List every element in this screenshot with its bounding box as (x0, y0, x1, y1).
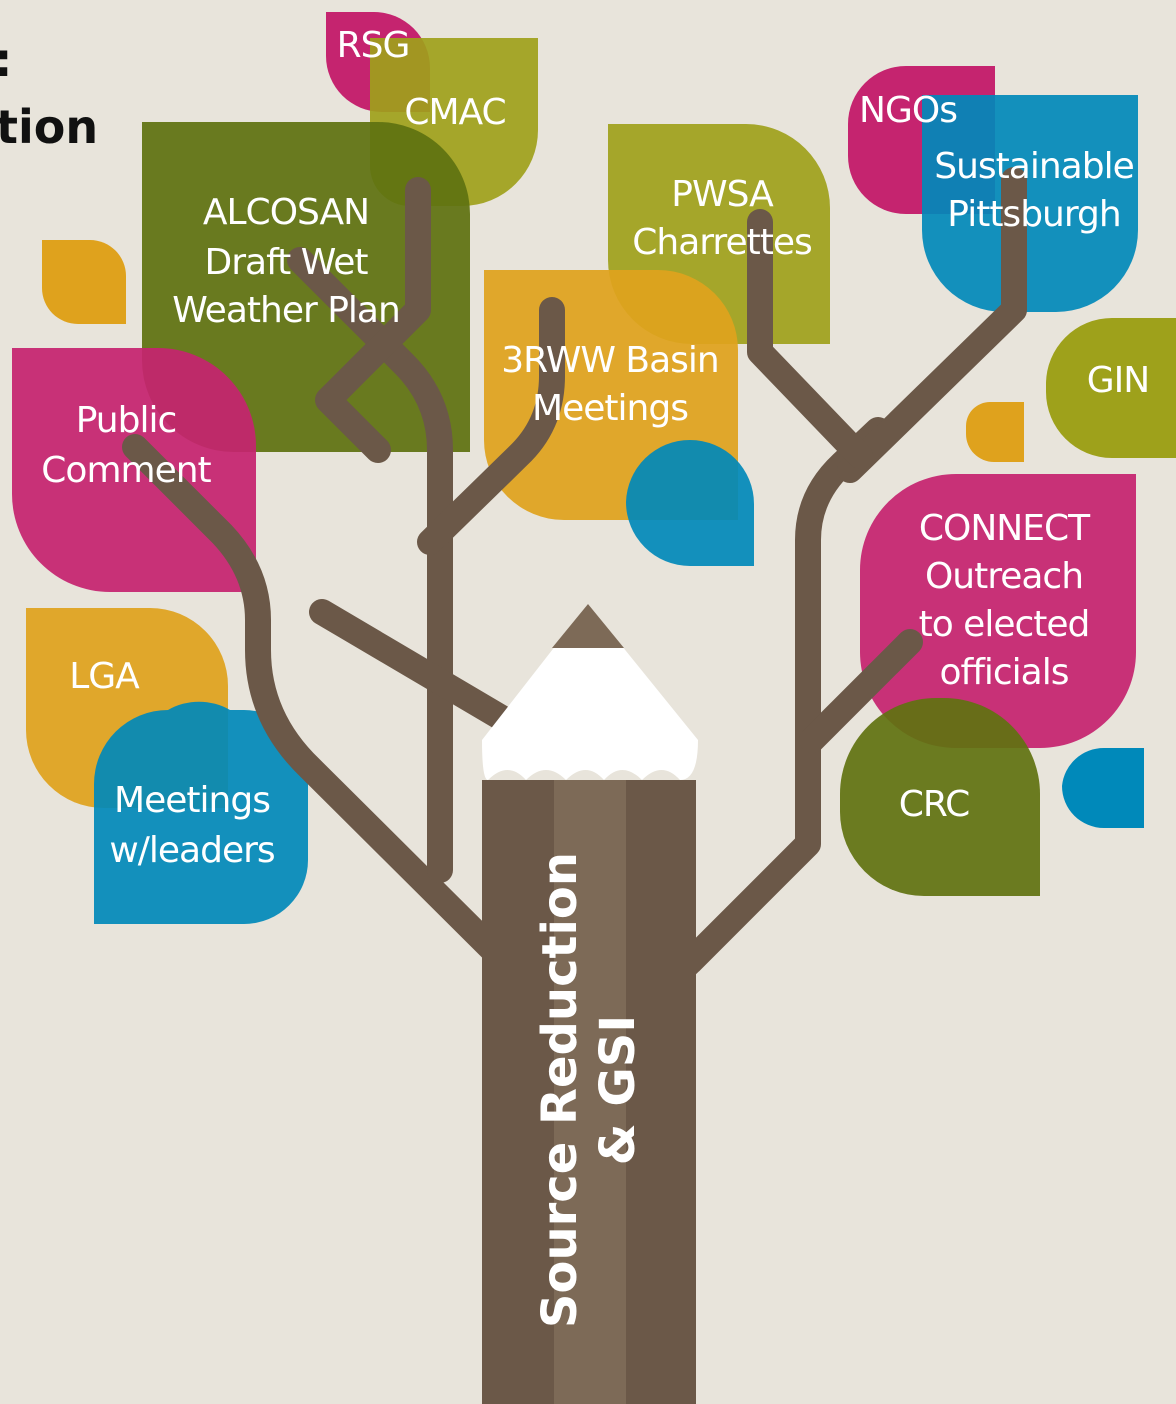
label-alcosan-1: ALCOSAN (203, 192, 369, 233)
label-pwsa-2: Charrettes (632, 222, 811, 263)
label-basin-1: 3RWW Basin (501, 340, 718, 381)
label-connect-4: officials (940, 652, 1069, 693)
label-alcosan-2: Draft Wet (205, 242, 369, 283)
label-basin-2: Meetings (532, 388, 688, 429)
leaf-crc (840, 698, 1040, 896)
label-alcosan-3: Weather Plan (172, 290, 400, 331)
label-lga: LGA (69, 656, 140, 697)
trunk-label-line-2: & GSI (590, 1015, 646, 1165)
leaf-alcosan (142, 122, 470, 452)
pencil-trunk (482, 604, 698, 1404)
leaf-blue-drop-center (626, 440, 754, 566)
leaf-small-blue-right (1062, 747, 1144, 828)
leaf-small-gold-right (966, 402, 1024, 462)
label-connect-3: to elected (919, 604, 1090, 645)
label-pwsa-1: PWSA (671, 174, 774, 215)
trunk-label-line-1: Source Reduction (532, 852, 588, 1328)
label-rsg: RSG (337, 25, 410, 66)
label-cmac: CMAC (404, 92, 505, 133)
leaf-meetings-leaders (94, 701, 308, 924)
leaf-connect (860, 474, 1136, 748)
leaf-small-gold-left (42, 240, 126, 324)
heading-line-1: : (0, 33, 12, 87)
label-connect-2: Outreach (925, 556, 1083, 597)
trunk-label: Source Reduction & GSI (532, 852, 646, 1328)
label-sustainable-2: Pittsburgh (947, 194, 1120, 235)
label-sustainable-1: Sustainable (934, 146, 1133, 187)
leaf-sustainable-pittsburgh (922, 95, 1138, 312)
label-gin: GIN (1087, 360, 1149, 401)
label-public-comment-2: Comment (41, 450, 211, 491)
leaf-gin (1046, 318, 1176, 458)
label-ngos: NGOs (859, 90, 957, 131)
tree-branches (122, 167, 1027, 1013)
label-meetings-leaders-1: Meetings (114, 780, 270, 821)
label-crc: CRC (899, 784, 970, 825)
label-public-comment-1: Public (76, 400, 177, 441)
leaf-public-comment (12, 348, 256, 592)
label-meetings-leaders-2: w/leaders (109, 830, 274, 871)
label-connect-1: CONNECT (919, 508, 1091, 549)
heading-line-2: tion (0, 100, 98, 154)
